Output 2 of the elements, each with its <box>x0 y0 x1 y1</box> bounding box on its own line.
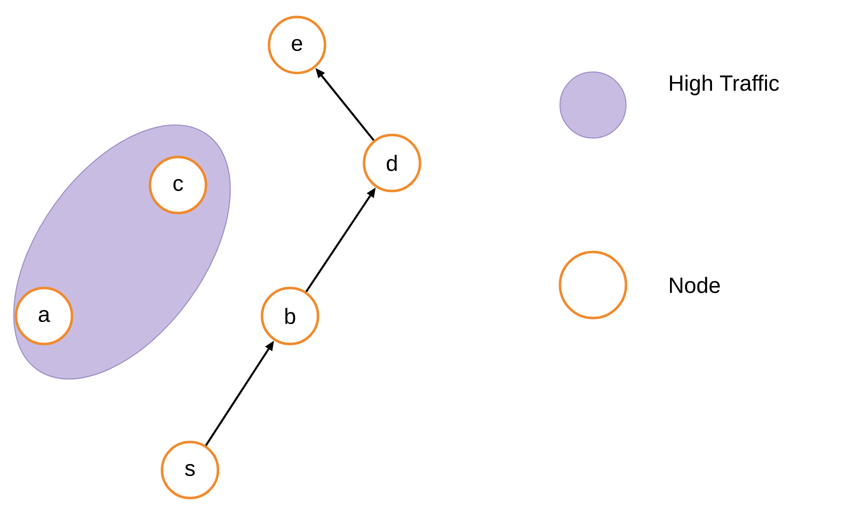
legend-label: Node <box>670 276 720 294</box>
legend-label: High Traffic <box>670 74 779 96</box>
